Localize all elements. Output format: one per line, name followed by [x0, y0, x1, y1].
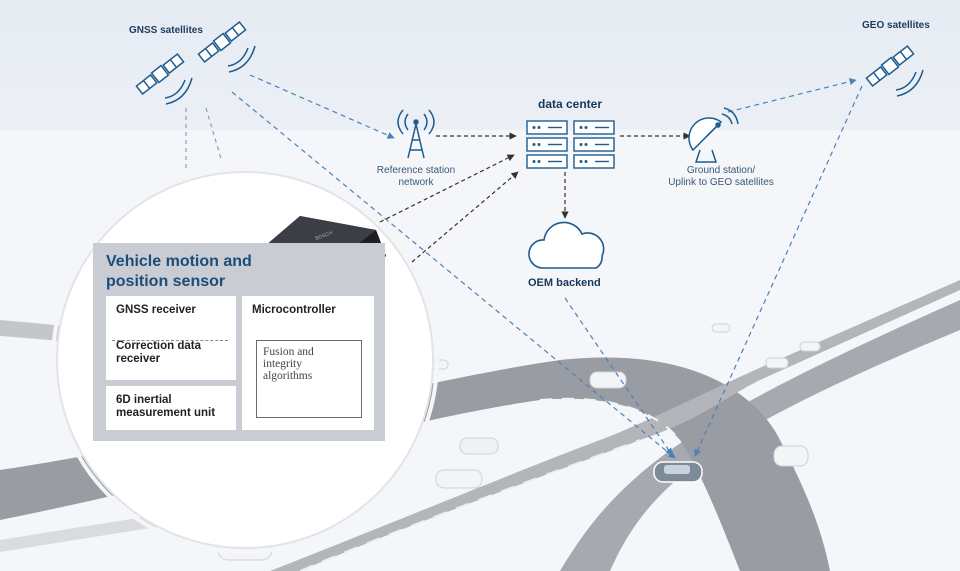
- correction-data-line2: receiver: [116, 353, 161, 365]
- car-icon: [773, 445, 809, 467]
- reference-station-line1: Reference station: [376, 165, 456, 176]
- ground-station-line1: Ground station/: [686, 165, 756, 176]
- server-icon: [526, 120, 615, 169]
- satellite-icon: [135, 52, 193, 105]
- receiver-divider: [112, 340, 228, 341]
- car-icon: [435, 469, 483, 489]
- sensor-panel-title-line1: Vehicle motion and: [106, 253, 252, 270]
- correction-data-line1: Correction data: [116, 340, 201, 352]
- sensor-panel-title-line2: position sensor: [106, 273, 226, 290]
- reference-station-label: Reference station network: [368, 165, 464, 189]
- car-icon: [589, 371, 627, 389]
- imu-line2: measurement unit: [116, 407, 216, 419]
- imu-cell: 6D inertial measurement unit: [106, 386, 236, 430]
- algo-line2: integrity: [263, 358, 302, 370]
- gnss-satellites-label: GNSS satellites: [129, 25, 203, 36]
- satellite-dish-icon: [688, 107, 739, 163]
- satellite-icon: [197, 20, 256, 73]
- ground-station-label: Ground station/ Uplink to GEO satellites: [660, 165, 782, 189]
- reference-station-line2: network: [398, 177, 434, 188]
- imu-line1: 6D inertial: [116, 394, 172, 406]
- cloud-icon: [528, 221, 605, 269]
- car-icon: [459, 437, 499, 455]
- satellite-icon: [865, 44, 924, 97]
- gnss-receiver-label: GNSS receiver: [116, 304, 196, 316]
- radio-tower-icon: [397, 109, 435, 159]
- fusion-algorithms-box: Fusion and integrity algorithms: [256, 340, 362, 418]
- oem-backend-label: OEM backend: [528, 277, 601, 289]
- microcontroller-label: Microcontroller: [252, 304, 336, 316]
- algo-line1: Fusion and: [263, 346, 314, 358]
- geo-satellites-label: GEO satellites: [862, 20, 930, 31]
- data-center-label: data center: [538, 97, 603, 111]
- sensor-panel-title: Vehicle motion and position sensor: [106, 252, 296, 292]
- car-icon: [653, 461, 703, 483]
- algo-line3: algorithms: [263, 370, 313, 382]
- svg-text:BOSCH: BOSCH: [315, 230, 334, 242]
- ground-station-line2: Uplink to GEO satellites: [668, 177, 774, 188]
- signal-paths: [185, 74, 863, 459]
- gnss-receiver-cell: GNSS receiver Correction data receiver: [106, 296, 236, 380]
